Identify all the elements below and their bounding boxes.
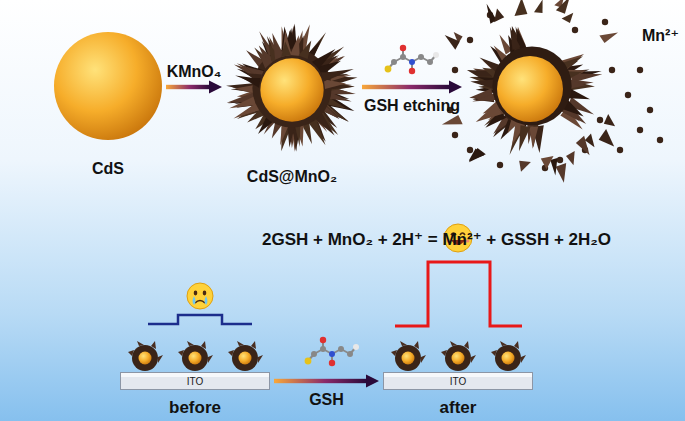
node-label: after xyxy=(440,398,477,418)
node-label: before xyxy=(169,398,221,418)
node-label: CdS xyxy=(92,160,124,178)
cds-sphere: CdS xyxy=(54,32,162,140)
reaction-arrow xyxy=(166,81,222,94)
reaction-equation: 2GSH + MnO₂ + 2H⁺ = Mn²⁺ + GSSH + 2H₂O xyxy=(262,229,611,250)
weak-signal xyxy=(148,315,252,324)
electrode-label: ITO xyxy=(187,376,203,387)
electrode-label: ITO xyxy=(450,376,466,387)
node-label: CdS@MnO₂ xyxy=(247,168,337,186)
cds-sphere-outline xyxy=(54,32,162,140)
ito-electrode: ITObefore xyxy=(120,372,270,390)
mn-ions xyxy=(447,12,663,171)
node-label: Mn²⁺ xyxy=(642,26,679,45)
core-shell-sphere-outline xyxy=(226,22,358,154)
etched-sphere-outline xyxy=(466,20,598,152)
arrow-label: GSH xyxy=(309,391,344,409)
core-shell-sphere: CdS@MnO₂ xyxy=(226,22,358,154)
reaction-arrow xyxy=(274,375,379,388)
strong-signal xyxy=(395,262,522,326)
etched-sphere: Mn²⁺ xyxy=(466,20,598,152)
ito-electrode: ITOafter xyxy=(383,372,533,390)
sad-emoji xyxy=(187,283,213,309)
reaction-arrow xyxy=(362,81,462,94)
arrow-label: GSH etching xyxy=(364,97,460,115)
arrow-label: KMnO₄ xyxy=(167,63,222,81)
